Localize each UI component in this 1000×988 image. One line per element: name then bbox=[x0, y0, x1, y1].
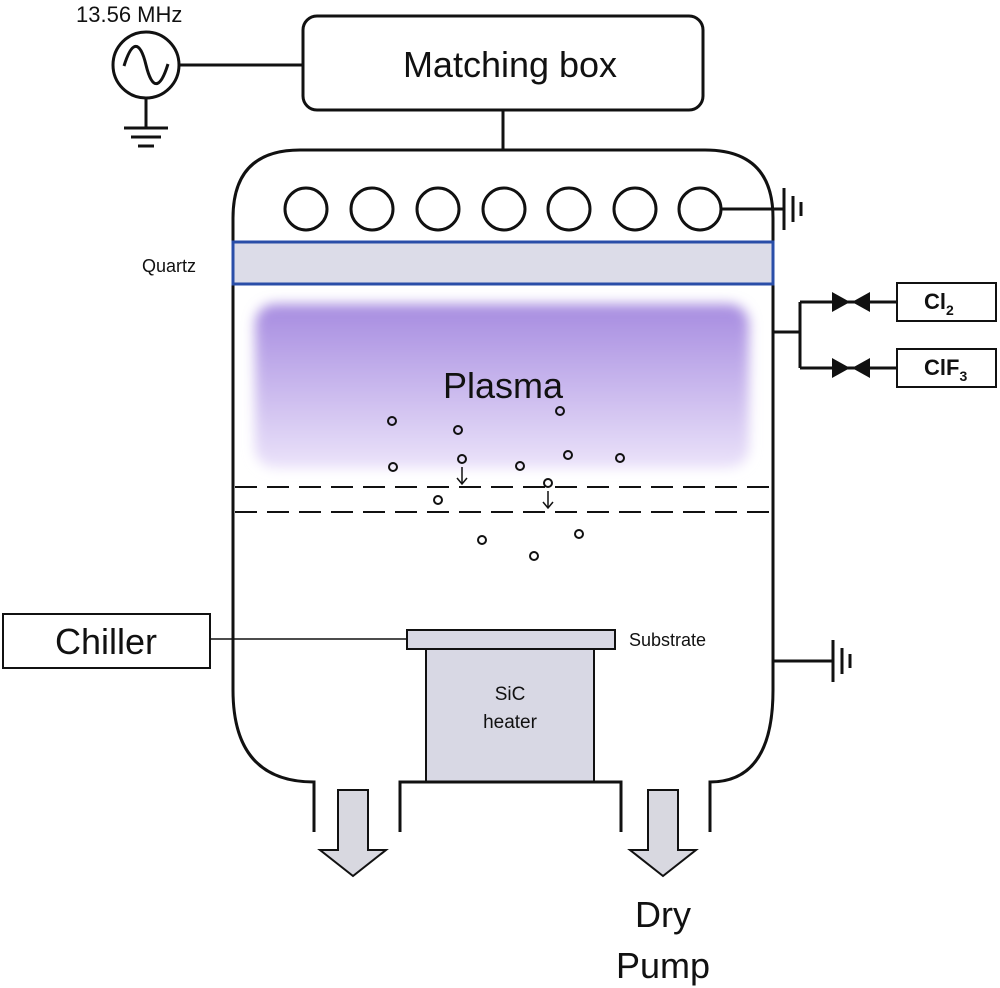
particle bbox=[477, 535, 487, 545]
particle bbox=[543, 478, 553, 488]
quartz-label: Quartz bbox=[142, 256, 196, 276]
rf-frequency-label: 13.56 MHz bbox=[76, 2, 182, 27]
coil-turn-icon bbox=[415, 186, 461, 232]
heater-label-line1: SiC bbox=[495, 684, 526, 705]
chiller-label: Chiller bbox=[55, 621, 157, 662]
gas-cl2-label: Cl2 bbox=[924, 289, 954, 318]
coil-turn-icon bbox=[612, 186, 658, 232]
matching-box-label: Matching box bbox=[403, 44, 617, 85]
valve-icon bbox=[832, 292, 870, 312]
coil-turn-icon bbox=[481, 186, 527, 232]
particle bbox=[529, 551, 539, 561]
ground-icon bbox=[831, 640, 852, 682]
substrate-label: Substrate bbox=[629, 630, 706, 650]
ground-icon bbox=[124, 126, 168, 148]
chiller-box bbox=[2, 613, 211, 669]
heater-label-line2: heater bbox=[483, 712, 538, 733]
substrate bbox=[406, 629, 616, 650]
particle bbox=[433, 495, 443, 505]
gas-inlet-manifold: Cl2 ClF3 bbox=[773, 282, 997, 388]
sine-wave-icon bbox=[122, 44, 170, 86]
sic-heater bbox=[425, 648, 595, 783]
chamber-ground bbox=[773, 640, 852, 682]
particle bbox=[457, 454, 467, 464]
pump-label-line1: Dry bbox=[635, 894, 691, 935]
plasma-region bbox=[255, 304, 749, 468]
chamber-wall-lower-right bbox=[708, 284, 775, 832]
chamber-wall bbox=[231, 148, 775, 242]
valve-icon bbox=[832, 358, 870, 378]
gas-cl2-box bbox=[896, 282, 997, 322]
particle bbox=[453, 425, 463, 435]
coil-turn-icon bbox=[546, 186, 592, 232]
particle bbox=[555, 406, 565, 416]
coil-ground-icon bbox=[782, 188, 803, 230]
down-arrow-icon bbox=[456, 467, 468, 486]
chamber-floor bbox=[398, 780, 623, 832]
exhaust-arrow-icon bbox=[317, 789, 389, 878]
pump-label-line2: Pump bbox=[616, 945, 710, 986]
matching-box: Matching box bbox=[301, 14, 705, 150]
particle bbox=[387, 416, 397, 426]
coil-turn-icon bbox=[283, 186, 329, 232]
particle bbox=[615, 453, 625, 463]
coil-turn-icon bbox=[677, 186, 723, 232]
plasma-label: Plasma bbox=[443, 365, 564, 406]
coil-turn-icon bbox=[349, 186, 395, 232]
particle bbox=[574, 529, 584, 539]
rf-source: 13.56 MHz bbox=[76, 2, 303, 148]
chamber-wall-lower bbox=[231, 284, 316, 832]
particle bbox=[563, 450, 573, 460]
particle bbox=[388, 462, 398, 472]
gas-clf3-box bbox=[896, 348, 997, 388]
reactive-species bbox=[387, 406, 625, 561]
quartz-window bbox=[231, 240, 775, 286]
down-arrow-icon bbox=[542, 491, 554, 510]
exhaust-arrow-icon bbox=[627, 789, 699, 878]
gas-clf3-label: ClF3 bbox=[924, 355, 967, 384]
particle bbox=[515, 461, 525, 471]
rf-coil bbox=[283, 186, 803, 232]
